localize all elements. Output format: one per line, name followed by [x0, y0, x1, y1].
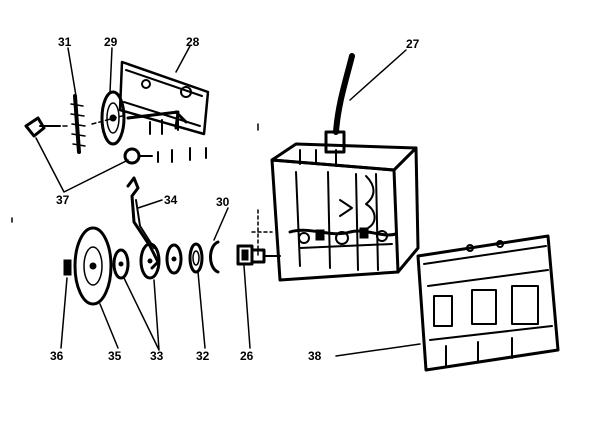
callout-27: 27: [406, 37, 420, 51]
part-32-clip: [188, 242, 204, 274]
callout-30: 30: [216, 195, 230, 209]
callout-37: 37: [56, 193, 70, 207]
callout-33: 33: [150, 349, 164, 363]
callout-26: 26: [240, 349, 254, 363]
part-26-knob: [236, 244, 281, 266]
callout-29: 29: [104, 35, 118, 49]
part-30-ring: [209, 240, 220, 274]
callout-35: 35: [108, 349, 122, 363]
callout-38: 38: [308, 349, 322, 363]
part-28-bracket: [118, 60, 210, 136]
part-37-screw-left: [24, 116, 61, 138]
mechanism-housing: [270, 142, 420, 282]
callout-34: 34: [164, 193, 178, 207]
part-31-spring: [70, 94, 86, 154]
callout-28: 28: [186, 35, 200, 49]
callout-36: 36: [50, 349, 64, 363]
part-34-lever: [126, 176, 160, 270]
leader-lines: [35, 45, 421, 357]
part-29-gear: [100, 90, 126, 146]
part-33-washers: [112, 242, 183, 280]
callout-31: 31: [58, 35, 72, 49]
part-37-screw-right: [123, 147, 207, 165]
part-38-front-plate: [416, 234, 560, 372]
callout-32: 32: [196, 349, 210, 363]
part-35-large-disc: [73, 226, 113, 306]
part-36-nut: [63, 259, 72, 276]
part-27-cord: [324, 53, 355, 154]
